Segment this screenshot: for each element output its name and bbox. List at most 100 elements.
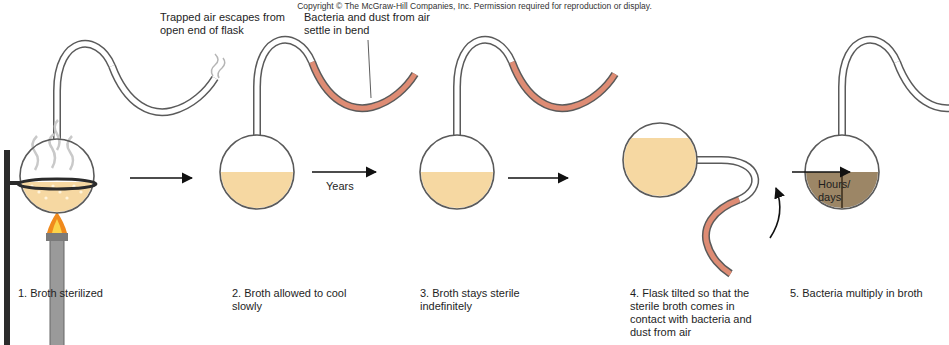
- bacterium: [804, 202, 806, 204]
- steam-wisp: [211, 54, 218, 76]
- bacterium: [804, 184, 806, 186]
- flask: [220, 40, 415, 246]
- bacterium: [841, 203, 843, 205]
- time-label: Years: [326, 180, 366, 193]
- bacterium: [841, 203, 843, 205]
- bacterium: [804, 196, 806, 198]
- neck-wall: [312, 62, 415, 108]
- bacterium: [804, 184, 806, 186]
- broth: [20, 182, 94, 256]
- bacterium: [804, 206, 806, 208]
- bacterium: [804, 192, 806, 194]
- flask: [623, 123, 755, 274]
- bacterium: [804, 190, 806, 192]
- bubble: [37, 190, 40, 193]
- bubble: [44, 196, 47, 199]
- bacterium: [804, 204, 806, 206]
- stand-pole: [4, 150, 10, 345]
- bacterium: [804, 196, 806, 198]
- neck-wall: [112, 66, 215, 112]
- step-caption: 3. Broth stays sterile indefinitely: [420, 287, 542, 313]
- bacterium: [804, 186, 806, 188]
- neck-bore: [112, 66, 215, 112]
- bacterium: [804, 188, 806, 190]
- bacterium: [841, 191, 843, 193]
- bubble: [65, 196, 68, 199]
- flame-core: [52, 219, 62, 233]
- bulb-outline: [20, 139, 94, 213]
- bacterium: [804, 200, 806, 202]
- callout-text: Bacteria and dust from air settle in ben…: [304, 11, 434, 37]
- steam-wisp: [218, 58, 225, 78]
- neck-bore: [897, 62, 949, 108]
- bacterium: [841, 205, 843, 207]
- flask: [20, 44, 225, 256]
- bacterium: [804, 186, 806, 188]
- bubble: [79, 190, 82, 193]
- bacterium: [841, 201, 843, 203]
- tilt-arrow: [770, 188, 780, 238]
- flame: [47, 212, 67, 233]
- bacterium: [841, 195, 843, 197]
- bacterium: [841, 205, 843, 207]
- bacterium: [804, 198, 806, 200]
- bacterium: [841, 199, 843, 201]
- bacterium: [804, 182, 806, 184]
- bacterium: [841, 197, 843, 199]
- burner-collar: [46, 233, 68, 241]
- bacterium: [804, 198, 806, 200]
- copyright-note: Copyright © The McGraw-Hill Companies, I…: [0, 1, 949, 11]
- bacterium: [804, 204, 806, 206]
- bacterium: [841, 193, 843, 195]
- step-caption: 1. Broth sterilized: [18, 287, 168, 300]
- neck-wall: [897, 62, 949, 108]
- bacterium: [804, 200, 806, 202]
- time-label: Hours/ days: [818, 178, 858, 204]
- bulb-outline: [623, 123, 697, 197]
- bacteria-in-bend: [706, 200, 739, 274]
- step-caption: 2. Broth allowed to cool slowly: [232, 287, 350, 313]
- bacterium: [841, 191, 843, 193]
- ring-clamp: [18, 179, 96, 189]
- bacterium: [841, 175, 843, 177]
- swan-neck: [842, 40, 949, 152]
- step-arrow: [508, 177, 568, 179]
- bacterium: [804, 202, 806, 204]
- bacterium: [841, 197, 843, 199]
- bacterium: [804, 194, 806, 196]
- bacterium: [804, 190, 806, 192]
- bulb-outline: [420, 135, 494, 209]
- bacterium: [804, 192, 806, 194]
- bacterium: [841, 195, 843, 197]
- swan-neck: [257, 40, 415, 152]
- bubble: [58, 190, 61, 193]
- bacterium: [841, 201, 843, 203]
- bulb-outline: [220, 135, 294, 209]
- flask: [804, 40, 949, 246]
- bacterium: [804, 188, 806, 190]
- neck-wall: [706, 200, 739, 274]
- callout-text: Trapped air escapes from open end of fla…: [160, 11, 290, 37]
- bacteria-in-bend: [512, 62, 615, 108]
- step-arrow: [312, 171, 376, 173]
- bacterium: [804, 194, 806, 196]
- flask: [420, 40, 615, 246]
- neck-wall: [512, 62, 615, 108]
- bacterium: [804, 206, 806, 208]
- bubble: [51, 184, 54, 187]
- leader-line: [368, 40, 371, 98]
- vapor-wisp: [32, 136, 38, 170]
- swan-neck: [57, 44, 215, 156]
- step-caption: 5. Bacteria multiply in broth: [790, 287, 945, 300]
- bacterium: [804, 182, 806, 184]
- step-arrow: [130, 177, 192, 179]
- broth: [623, 138, 697, 212]
- step-arrow: [792, 171, 850, 173]
- bacterium: [841, 199, 843, 201]
- bacteria-in-bend: [312, 62, 415, 108]
- bacterium: [841, 193, 843, 195]
- step-caption: 4. Flask tilted so that the sterile brot…: [630, 287, 770, 339]
- vapor-wisp: [55, 120, 60, 150]
- bacterium: [841, 175, 843, 177]
